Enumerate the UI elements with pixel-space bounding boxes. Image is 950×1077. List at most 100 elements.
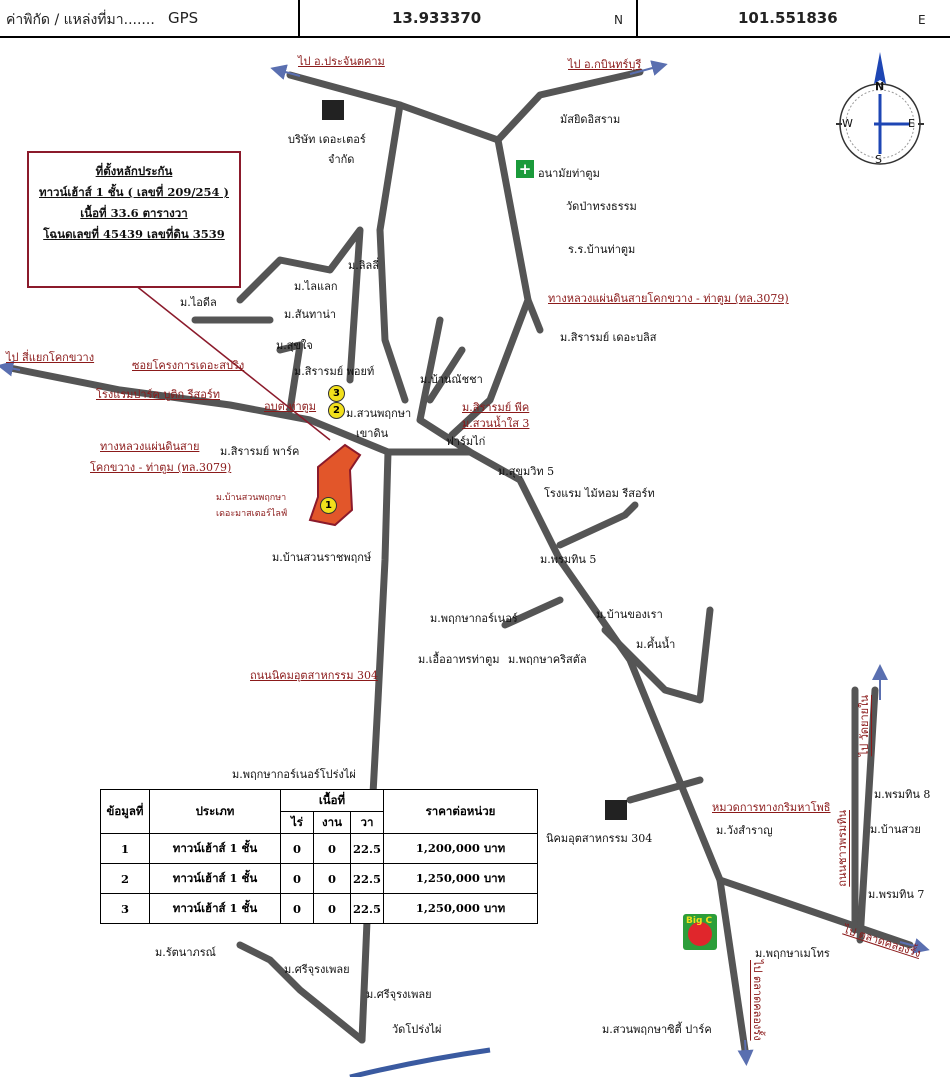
health-cross-icon: + (516, 160, 534, 178)
direction-arrows (0, 60, 930, 1066)
longitude-suffix: E (918, 13, 926, 27)
label-health: อนามัยท่าตูม (538, 167, 600, 180)
water-feature (349, 1047, 491, 1077)
cell-no: 1 (100, 833, 150, 864)
label-ua-athorn: ม.เอื้ออาทรท่าตูม (418, 653, 500, 666)
label-sirarom-park: ม.สิรารมย์ พาร์ค (220, 445, 300, 458)
cell-price: 1,250,000 บาท (383, 893, 538, 924)
road-sukjai (276, 341, 304, 414)
label-chicken-farm: ฟาร์มไก่ (446, 435, 486, 448)
source-cell: ค่าพิกัด / แหล่งที่มา....... GPS (0, 0, 300, 36)
th-wa: วา (350, 811, 384, 834)
roads (6, 68, 914, 1054)
arrow-market (899, 938, 930, 954)
cell-no: 3 (100, 893, 150, 924)
road-nachcha (416, 316, 474, 456)
arrow-east (629, 60, 668, 76)
label-factory-b: จำกัด (328, 153, 355, 166)
cell-wa: 22.5 (350, 863, 384, 894)
latitude-cell: 13.933370 N (300, 0, 638, 36)
road-estate (626, 776, 704, 804)
label-sukjai: ม.สุขใจ (276, 339, 313, 352)
label-to-prachantakham: ไป อ.ประจันตคาม (298, 55, 385, 68)
label-sunthana: ม.สันทาน่า (284, 308, 337, 321)
compass-s: S (875, 153, 882, 166)
compass-n: N (875, 80, 885, 93)
label-temple: วัดป่าทรงธรรม (566, 200, 637, 213)
arrow-west (270, 64, 301, 80)
label-khamnam: ม.คํ้นนํ้า (636, 638, 676, 651)
road-maihom (556, 501, 639, 549)
label-school: ร.ร.บ้านท่าตูม (568, 243, 636, 256)
label-mosque: มัสยิดอิสราม (560, 113, 621, 126)
label-pruksa-prong: ม.พฤกษากอร์เนอร์โปร่งไผ่ (232, 768, 356, 781)
label-lilly: ม.ลิลลี่ (348, 259, 379, 272)
label-military: หมวดการทางกริมหาโพธิ (712, 801, 831, 814)
road-nachcha-spur (426, 346, 466, 404)
price-table: ข้อมูลที่ ประเภท เนื้อที่ ราคาต่อหน่วย ไ… (100, 789, 538, 924)
th-rai: ไร่ (280, 811, 314, 834)
info-line-1: ที่ตั้งหลักประกัน (95, 164, 173, 178)
label-to-kabinburi: ไป อ.กบินทร์บุรี (568, 58, 642, 71)
cell-wa: 22.5 (350, 893, 384, 924)
label-hwy-2: โคกขวาง - ท่าตูม (ทล.3079) (90, 461, 232, 474)
label-ban-suay: ม.บ้านสวย (870, 823, 921, 836)
label-sirarom-bliss: ม.สิรารมย์ เดอะบลิส (560, 331, 657, 344)
label-sukhumvit5: ม.สุขุมวิท 5 (498, 465, 555, 478)
label-porn-thin8: ม.พรมทิน 8 (874, 788, 931, 801)
cell-rai: 0 (280, 863, 314, 894)
longitude-value: 101.551836 (738, 9, 838, 27)
latitude-suffix: N (614, 13, 623, 27)
coordinate-header: ค่าพิกัด / แหล่งที่มา....... GPS 13.9333… (0, 0, 950, 38)
label-sri-prong-1: ม.ศรีจุรงเพลย (284, 963, 350, 976)
collateral-info-box: ที่ตั้งหลักประกัน ทาวน์เฮ้าส์ 1 ชั้น ( เ… (27, 151, 241, 288)
label-industrial-road: ถนนนิคมอุตสาหกรรม 304 (250, 669, 378, 682)
label-suan-pruksa: ม.สวนพฤกษา (346, 407, 412, 420)
label-hwy3079-top: ทางหลวงแผ่นดินสายโคกขวาง - ท่าตูม (ทล.30… (548, 292, 789, 305)
road-to-market (716, 876, 914, 949)
info-line-2: ทาวน์เฮ้าส์ 1 ชั้น ( เลขที่ 209/254 ) (39, 185, 229, 199)
label-ban-khong-rao: ม.บ้านของเรา (596, 608, 663, 621)
label-wat-prong: วัดโปร่งไผ่ (392, 1023, 442, 1036)
cell-ngan: 0 (313, 863, 351, 894)
marker-2: 2 (328, 402, 345, 419)
subject-plot (308, 443, 362, 527)
label-ban-suan-rat: ม.บ้านสวนราชพฤกษ์ (272, 551, 372, 564)
label-ban-nachcha: ม.บ้านณัชชา (420, 373, 483, 386)
label-pruksa-corner: ม.พฤกษากอร์เนอร์ (430, 612, 518, 625)
label-sirarom-peak: ม.สิรารมย์ พีค (462, 401, 530, 414)
compass-w: W (842, 117, 853, 130)
latitude-value: 13.933370 (392, 9, 482, 27)
label-subject-2: เดอะมาสเตอร์ไลฟ์ (216, 509, 288, 519)
label-suan-namsai: ม.สวนน้ำใส 3 (462, 417, 530, 430)
label-wang-saran: ม.วังสำราญ (716, 824, 773, 837)
label-hwy-1: ทางหลวงแผ่นดินสาย (100, 440, 200, 453)
label-khao-din: เขาดิน (356, 427, 389, 440)
road-khamnam (601, 606, 714, 704)
info-line-4: โฉนดเลขที่ 45439 เลขที่ดิน 3539 (43, 227, 225, 241)
road-spur (524, 296, 544, 334)
label-hotel-maihom: โรงแรม ไม้หอม รีสอร์ท (544, 487, 655, 500)
th-type: ประเภท (149, 789, 281, 834)
road-east-bend (448, 136, 532, 439)
label-ideal: ม.ไอดีล (180, 296, 217, 309)
arrow-kokkwang (0, 360, 21, 377)
factory-icon (322, 100, 344, 120)
road-south-west (236, 941, 366, 1044)
cell-price: 1,200,000 บาท (383, 833, 538, 864)
cell-rai: 0 (280, 833, 314, 864)
label-sri-prong-2: ม.ศรีจุรงเพลย (366, 988, 432, 1001)
th-no: ข้อมูลที่ (100, 789, 150, 834)
label-obt: อบต.ท่าตูม (264, 400, 317, 413)
label-soi-project: ซอยโครงการเดอะสปริง (132, 359, 245, 372)
label-to-wat-yai: ไป วัดยายใน (858, 695, 871, 757)
cell-type: ทาวน์เฮ้าส์ 1 ชั้น (149, 893, 281, 924)
pointer-line (134, 284, 331, 441)
th-price: ราคาต่อหน่วย (383, 789, 538, 834)
th-ngan: งาน (313, 811, 351, 834)
table-row: 1 ทาวน์เฮ้าส์ 1 ชั้น 0 0 22.5 1,200,000 … (100, 833, 538, 864)
table-row: 2 ทาวน์เฮ้าส์ 1 ชั้น 0 0 22.5 1,250,000 … (100, 863, 538, 894)
compass-e: E (908, 117, 915, 130)
th-area: เนื้อที่ (280, 789, 384, 812)
